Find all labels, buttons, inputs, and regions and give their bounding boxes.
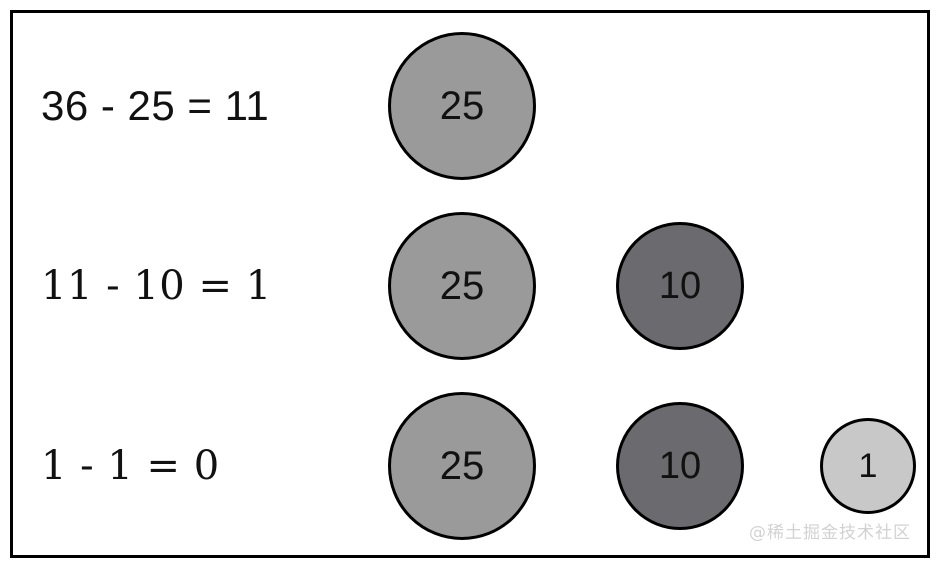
coin-value: 10 <box>658 444 702 487</box>
coin-value: 25 <box>439 443 485 488</box>
coin-10: 10 <box>616 222 744 350</box>
diagram-frame: 36 - 25 = 11 25 11 - 10 = 1 25 10 1 - 1 … <box>10 10 930 558</box>
greedy-step-row: 1 - 1 = 0 25 10 1 <box>13 376 933 556</box>
coin-25: 25 <box>388 392 536 540</box>
coin-10: 10 <box>616 402 744 530</box>
coin-value: 1 <box>858 446 878 485</box>
coin-group: 25 10 <box>368 196 933 376</box>
equation-label: 11 - 10 = 1 <box>41 263 272 309</box>
greedy-step-row: 36 - 25 = 11 25 <box>13 16 933 196</box>
coin-group: 25 10 1 <box>368 376 933 556</box>
coin-25: 25 <box>388 32 536 180</box>
greedy-step-row: 11 - 10 = 1 25 10 <box>13 196 933 376</box>
coin-value: 10 <box>658 264 702 307</box>
coin-1: 1 <box>820 418 916 514</box>
coin-group: 25 <box>368 16 933 196</box>
equation-label: 1 - 1 = 0 <box>41 443 220 489</box>
coin-value: 25 <box>439 263 485 308</box>
equation-label: 36 - 25 = 11 <box>41 82 270 129</box>
coin-value: 25 <box>439 83 485 128</box>
watermark: @稀土掘金技术社区 <box>749 523 911 543</box>
coin-25: 25 <box>388 212 536 360</box>
